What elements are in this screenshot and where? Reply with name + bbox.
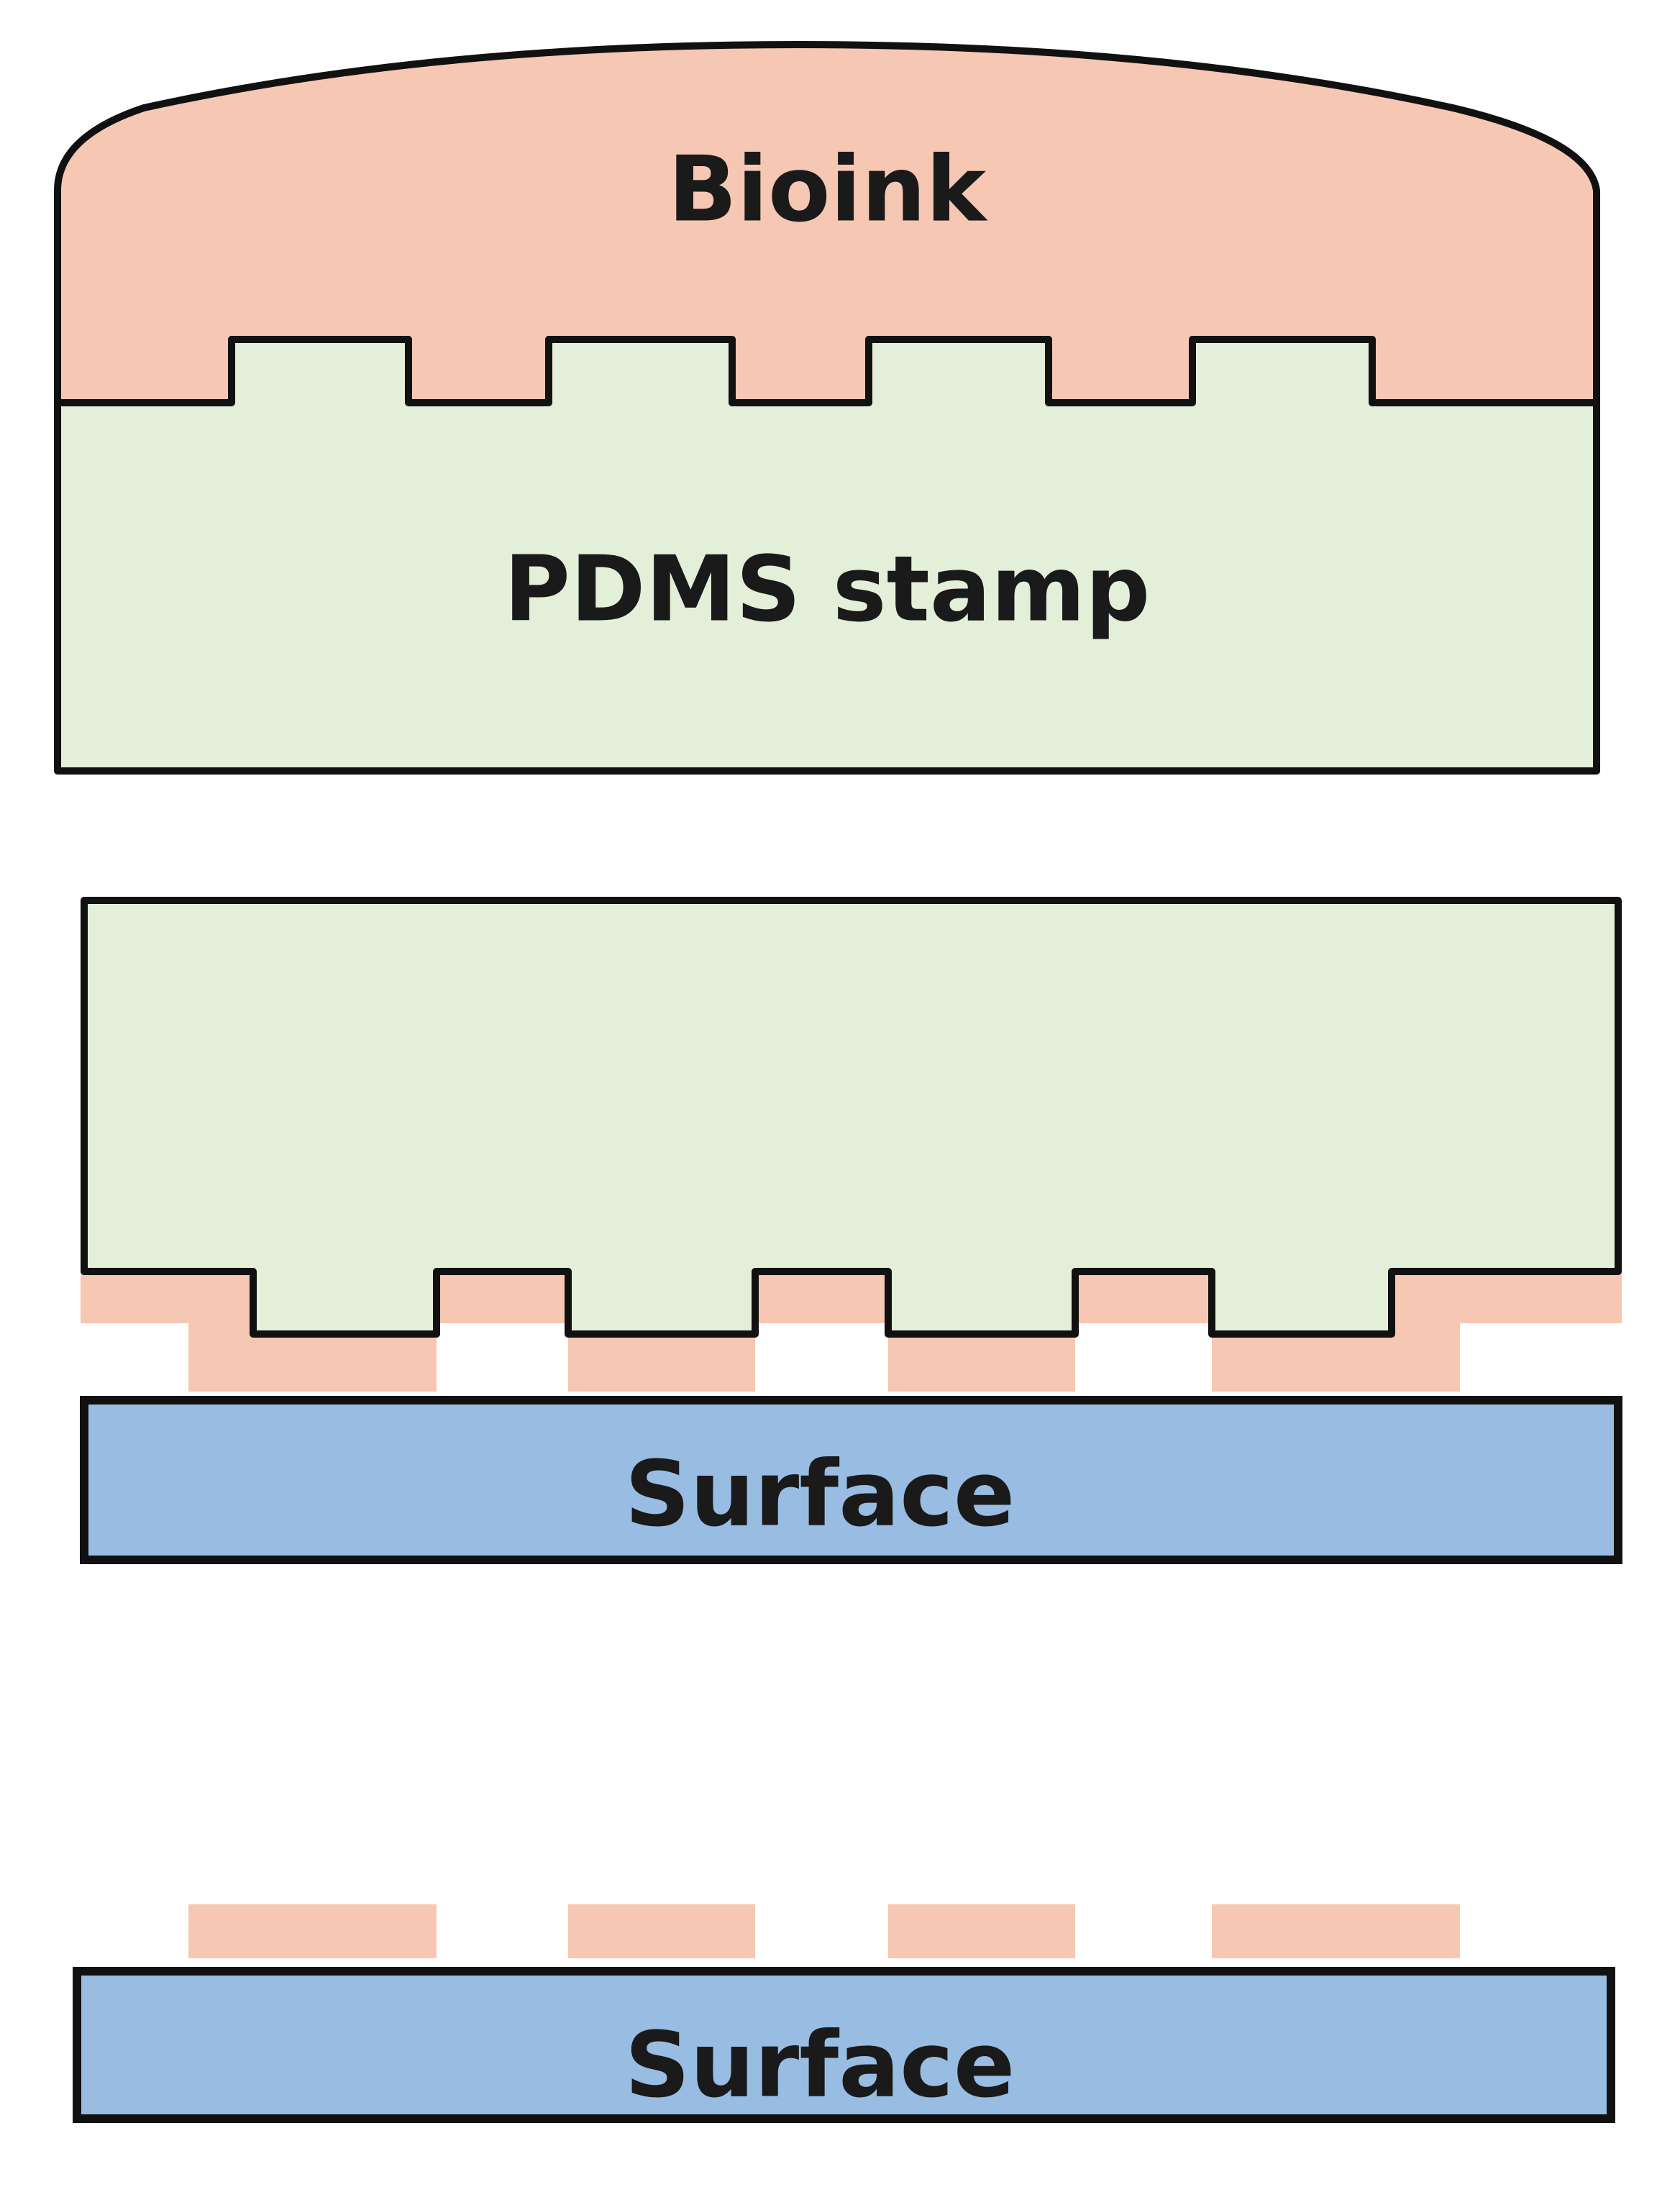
surface-bottom <box>73 1967 1615 2123</box>
bioink-edge-left <box>81 1271 253 1323</box>
printed-pad-1 <box>188 1904 437 1958</box>
pdms-stamp-inverted <box>81 897 1622 1338</box>
printed-pad-2 <box>568 1904 755 1958</box>
printed-pad-4 <box>1212 1904 1460 1958</box>
printed-pad-3 <box>888 1904 1075 1958</box>
bioink-gap-2 <box>748 1271 892 1323</box>
bioink-gap-1 <box>432 1271 575 1323</box>
bioink-label: Bioink <box>668 137 989 242</box>
bioink-gap-3 <box>1072 1271 1215 1323</box>
bioink-layer <box>54 41 1600 406</box>
surface-middle <box>80 1396 1622 1564</box>
stage-3-result: Surface <box>73 1904 1615 2123</box>
surface-bottom-label: Surface <box>625 2012 1015 2118</box>
stage-2-stamping: Surface <box>80 897 1622 1564</box>
bioink-edge-right <box>1392 1271 1622 1323</box>
pdms-stamp-label: PDMS stamp <box>504 536 1151 642</box>
pdms-stamp-body <box>54 336 1600 775</box>
printed-bioink-pattern <box>188 1904 1460 1958</box>
surface-middle-label: Surface <box>625 1441 1015 1547</box>
stage-1-inking: Bioink PDMS stamp <box>54 41 1600 775</box>
